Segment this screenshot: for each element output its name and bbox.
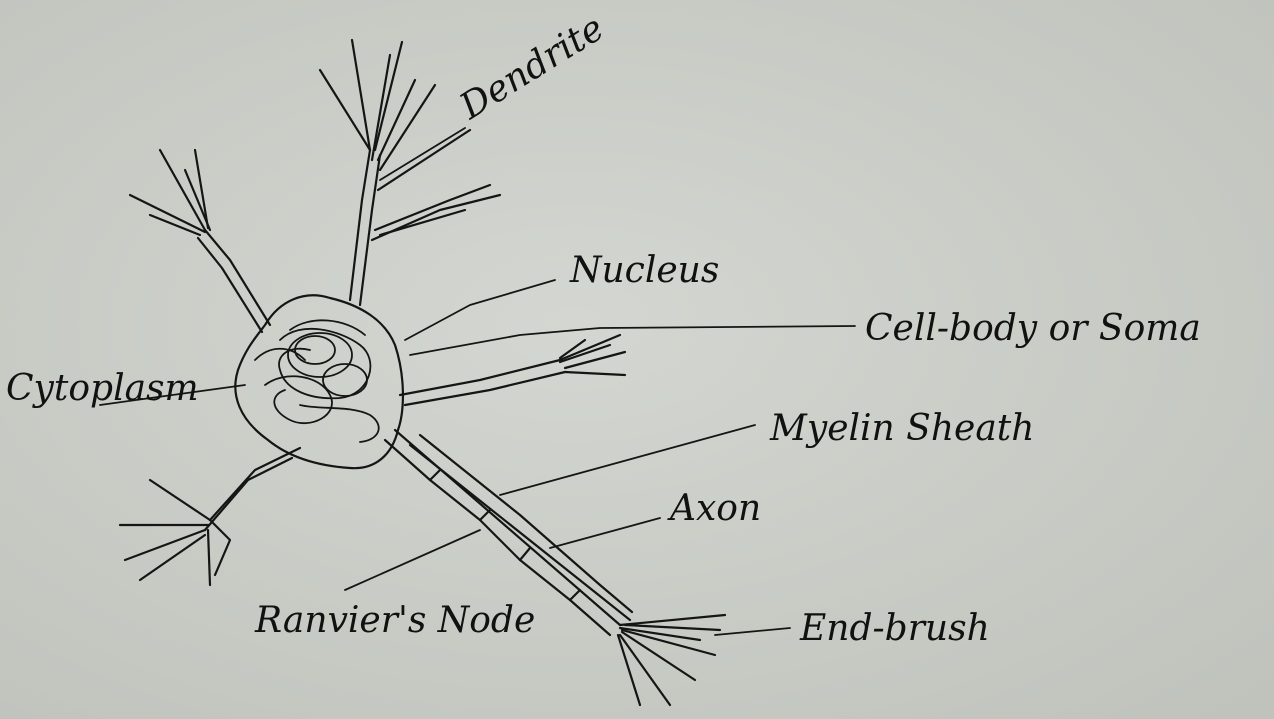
label-ranviers-node: Ranvier's Node	[254, 600, 535, 641]
label-nucleus: Nucleus	[569, 250, 719, 291]
label-cytoplasm: Cytoplasm	[6, 368, 199, 409]
label-cell-body: Cell-body or Soma	[865, 308, 1201, 349]
label-myelin-sheath: Myelin Sheath	[769, 408, 1034, 449]
label-axon: Axon	[667, 488, 761, 529]
label-end-brush: End-brush	[799, 608, 990, 649]
